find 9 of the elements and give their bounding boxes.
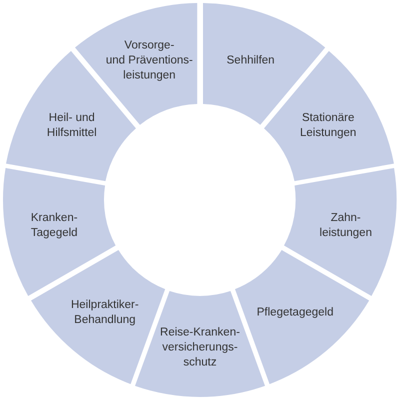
segment-label: Heil- und Hilfsmittel xyxy=(46,110,97,141)
segment-label: Zahn- leistungen xyxy=(320,210,372,241)
segment-label: Reise-Kranken- versicherungs- schutz xyxy=(160,325,240,370)
segment-label: Vorsorge- und Präventions- leistungen xyxy=(106,38,193,84)
segment-label: Pflegetagegeld xyxy=(256,306,334,321)
segment-label: Sehhilfen xyxy=(226,53,275,68)
segment-label: Stationäre Leistungen xyxy=(300,110,356,141)
segment-label: Heilpraktiker- Behandlung xyxy=(70,298,139,328)
segment-label: Kranken- Tagegeld xyxy=(30,210,78,241)
